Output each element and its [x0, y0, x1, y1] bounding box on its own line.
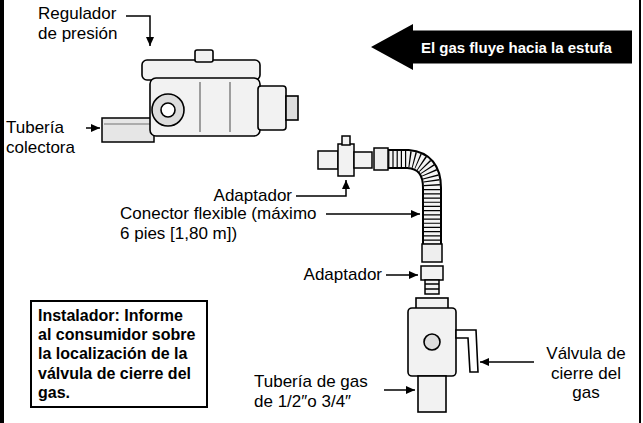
side-rule — [0, 0, 4, 423]
flow-arrow: El gas fluye hacia la estufa — [371, 24, 632, 70]
pressure-regulator — [142, 50, 298, 136]
part-label: Adaptador — [304, 265, 382, 285]
part-label: Válvula de cierre del gas — [538, 344, 634, 403]
part-label: Tubería de gas de 1/2″o 3/4″ — [254, 372, 380, 411]
note-box: Instalador: Informe al consumidor sobre … — [30, 300, 208, 408]
side-rule — [639, 0, 641, 423]
part-label: Regulador de presión — [38, 4, 133, 43]
part-label: Conector flexible (máximo 6 pies [1,80 m… — [120, 204, 320, 243]
shutoff-valve — [408, 298, 478, 412]
flow-arrow-text: El gas fluye hacia la estufa — [421, 39, 612, 56]
adapter-fitting — [421, 266, 443, 294]
arrow-fill — [371, 24, 632, 70]
part-label: Adaptador — [214, 186, 292, 206]
part-label: Tubería colectora — [6, 118, 84, 157]
note-text: Instalador: Informe al consumidor sobre … — [38, 306, 200, 402]
flexible-connector — [374, 148, 442, 262]
adapter-fitting — [318, 136, 372, 176]
manifold-pipe — [102, 118, 154, 142]
